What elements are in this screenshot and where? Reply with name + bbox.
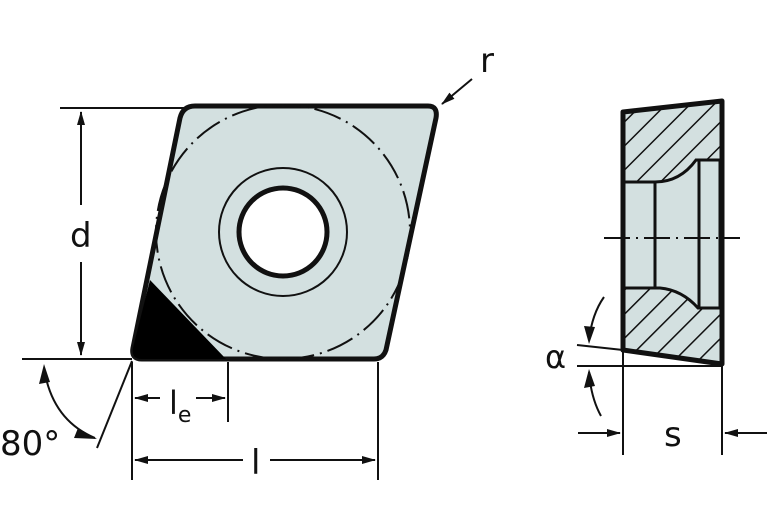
top-view: d r 80° le l — [0, 41, 494, 483]
inscribed-circle — [155, 104, 411, 360]
label-le: le — [169, 384, 191, 428]
label-angle-80: 80° — [0, 424, 60, 464]
label-alpha: α — [545, 338, 566, 376]
label-s: s — [664, 415, 682, 455]
countersink-ring — [218, 167, 348, 297]
label-d: d — [70, 216, 92, 256]
label-l: l — [251, 443, 260, 483]
center-hole — [236, 185, 330, 279]
label-r: r — [480, 41, 494, 81]
side-view: α s — [545, 98, 767, 455]
cutting-corner-tip — [132, 280, 226, 359]
section-hole — [622, 158, 722, 310]
